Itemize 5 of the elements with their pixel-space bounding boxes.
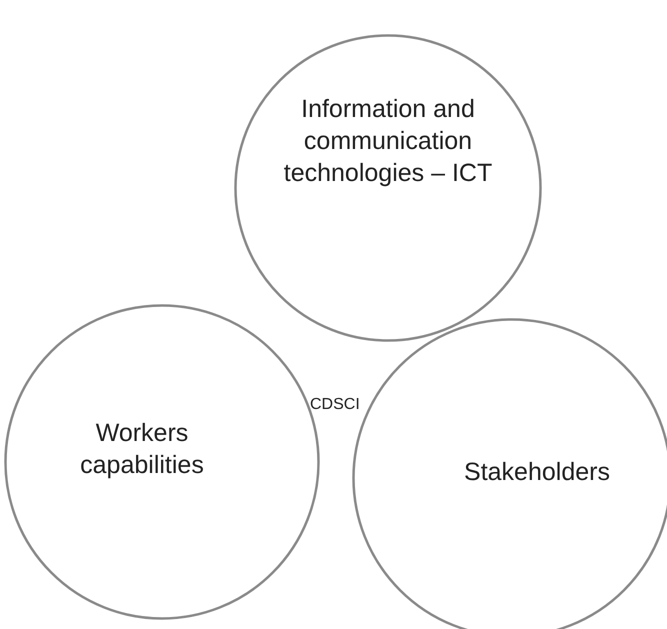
circle-label: Information and communication technologies – ICT [282, 94, 494, 189]
circle-label: Stakeholders [463, 457, 611, 488]
circle-label: Workers capabilities [79, 418, 205, 481]
venn-circle [234, 34, 542, 342]
center-label: CDSCI [310, 396, 360, 414]
